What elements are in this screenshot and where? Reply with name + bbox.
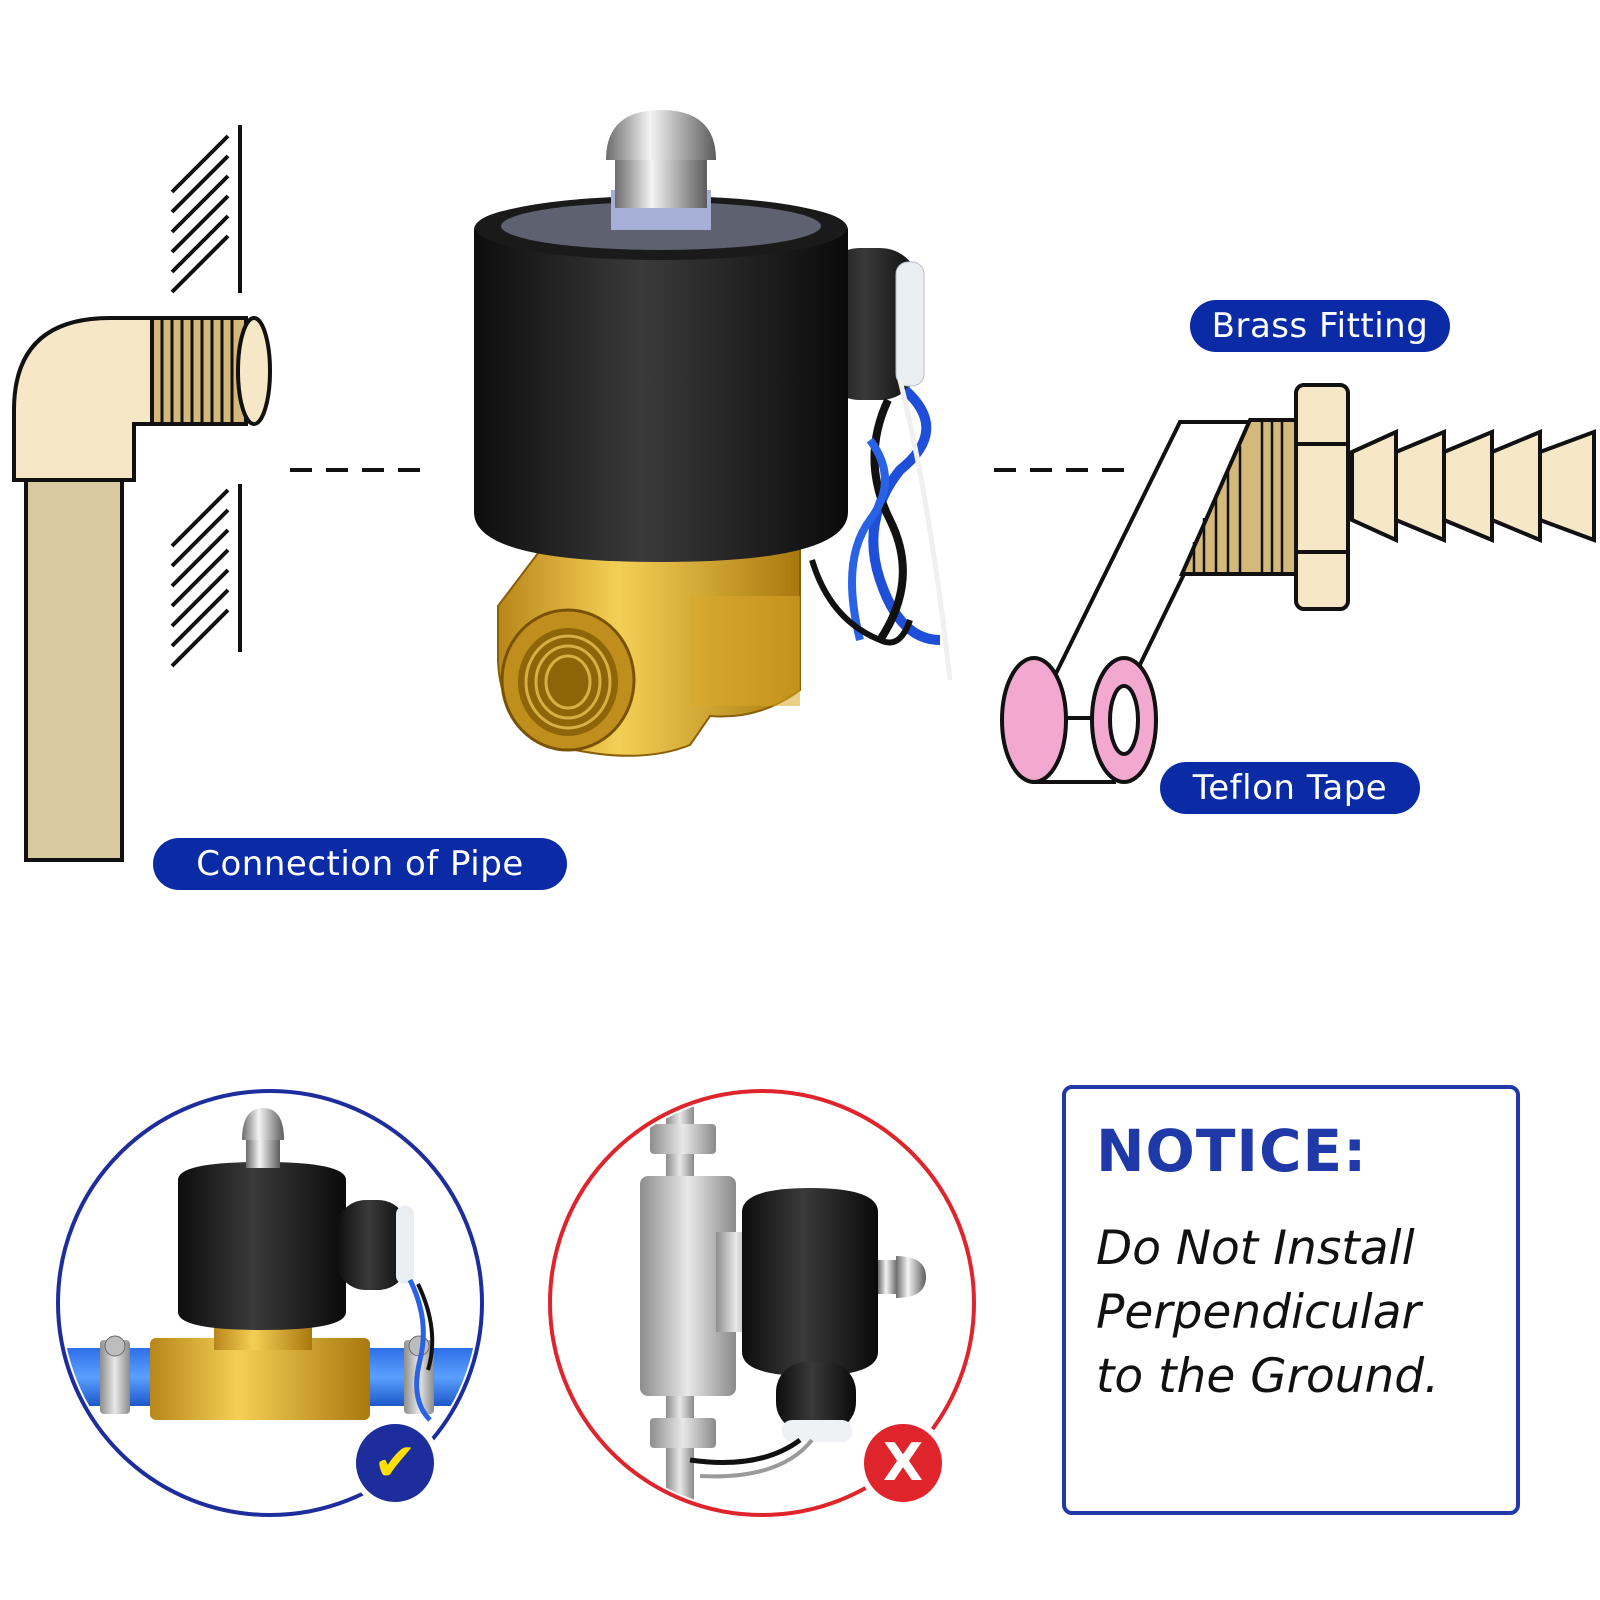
wall-hatch-bottom <box>170 484 242 668</box>
notice-box: NOTICE: Do Not Install Perpendicular to … <box>1062 1085 1520 1515</box>
notice-line-1: Do Not Install <box>1096 1221 1415 1276</box>
solenoid-valve-main <box>474 110 953 757</box>
elbow-pipe <box>12 316 272 862</box>
check-mark-icon: ✔ <box>373 1433 417 1493</box>
brass-fitting <box>1294 383 1596 611</box>
cross-mark-icon: X <box>882 1433 924 1493</box>
correct-badge: ✔ <box>350 1418 440 1508</box>
wall-hatch-top <box>170 125 242 294</box>
label-connection-of-pipe: Connection of Pipe <box>153 838 567 890</box>
wrong-installation-illustration <box>548 1089 976 1517</box>
notice-line-3: to the Ground. <box>1096 1349 1440 1404</box>
teflon-tape <box>1000 418 1298 784</box>
label-brass-fitting: Brass Fitting <box>1190 300 1450 352</box>
label-teflon-tape: Teflon Tape <box>1160 762 1420 814</box>
notice-line-2: Perpendicular <box>1096 1285 1421 1340</box>
correct-installation-illustration <box>56 1089 484 1517</box>
notice-title: NOTICE: <box>1096 1117 1368 1185</box>
wrong-badge: X <box>858 1418 948 1508</box>
